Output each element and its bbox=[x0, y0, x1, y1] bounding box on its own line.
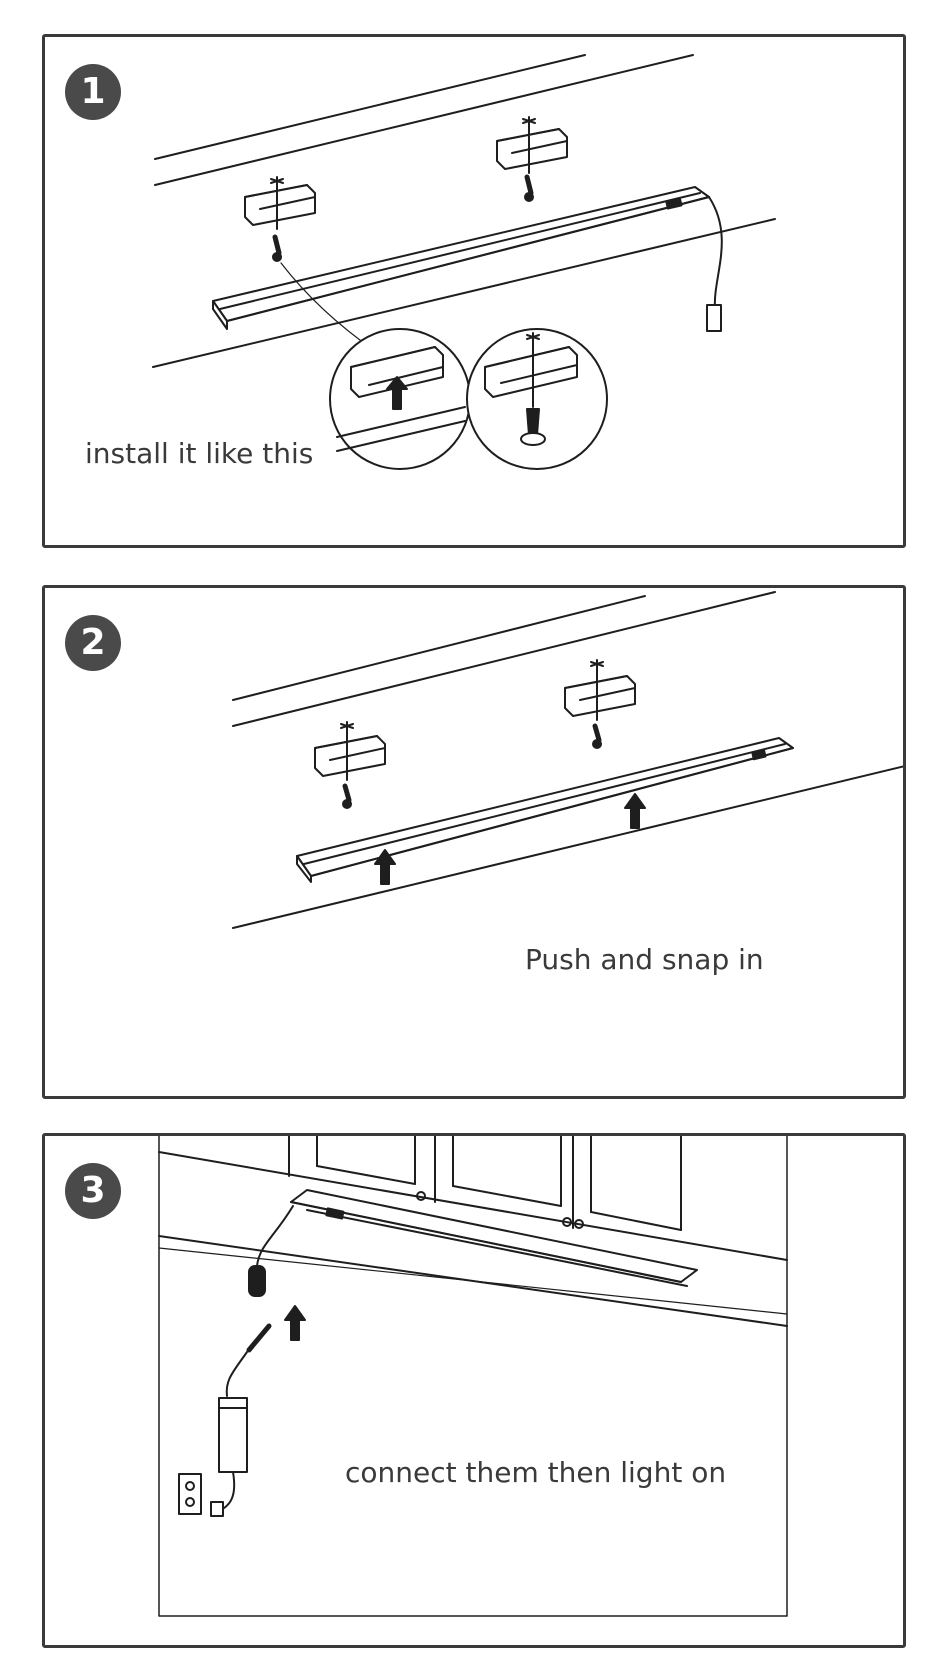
ceiling-line-1 bbox=[232, 595, 646, 701]
wall-line bbox=[232, 765, 903, 929]
ceiling-line-1 bbox=[154, 54, 586, 160]
step-1-badge: 1 bbox=[65, 64, 121, 120]
ceiling-line-2 bbox=[232, 591, 776, 727]
step-2-caption: Push and snap in bbox=[525, 943, 764, 976]
step-2-panel: 2 Push and snap in bbox=[42, 585, 906, 1099]
male-connector-icon bbox=[246, 1323, 272, 1353]
push-arrow-left bbox=[374, 849, 396, 885]
ceiling-line-2 bbox=[154, 54, 694, 186]
wall-plug-icon bbox=[210, 1501, 224, 1517]
power-adapter-icon bbox=[218, 1397, 248, 1473]
sensor-icon bbox=[325, 1207, 345, 1220]
step-1-caption: install it like this bbox=[85, 437, 314, 470]
adapter-cable bbox=[225, 1351, 248, 1397]
step-3-badge: 3 bbox=[65, 1163, 121, 1219]
step-3-panel: 3 connect them then light on bbox=[42, 1133, 906, 1648]
upper-cabinets bbox=[158, 1136, 788, 1261]
counter-line-2 bbox=[158, 1247, 788, 1315]
step-3-caption: connect them then light on bbox=[345, 1456, 727, 1489]
plug-icon bbox=[706, 304, 722, 332]
wall-outlet-icon bbox=[178, 1473, 202, 1515]
scene-frame bbox=[158, 1136, 788, 1617]
detail-circle-arrow bbox=[329, 328, 471, 470]
light-bar bbox=[212, 186, 710, 330]
step-2-badge: 2 bbox=[65, 615, 121, 671]
female-connector-icon bbox=[248, 1265, 266, 1297]
light-bar bbox=[296, 737, 794, 883]
step-2-illustration bbox=[232, 591, 903, 929]
step-3-illustration bbox=[158, 1136, 788, 1617]
bracket-right bbox=[564, 659, 636, 749]
sensor-icon bbox=[665, 198, 683, 210]
sensor-icon bbox=[751, 749, 767, 761]
connect-arrow-icon bbox=[284, 1305, 306, 1341]
bracket-left bbox=[314, 721, 386, 809]
bar-cable bbox=[256, 1205, 294, 1267]
step-1-panel: 1 install it like this bbox=[42, 34, 906, 548]
power-cable bbox=[708, 196, 723, 308]
push-arrow-right bbox=[624, 793, 646, 829]
detail-circle-screw bbox=[466, 328, 608, 470]
bracket-left bbox=[244, 176, 316, 262]
wall-line bbox=[152, 218, 776, 368]
light-bar bbox=[290, 1189, 698, 1287]
step-1-illustration bbox=[152, 54, 776, 470]
bracket-right bbox=[496, 116, 568, 202]
